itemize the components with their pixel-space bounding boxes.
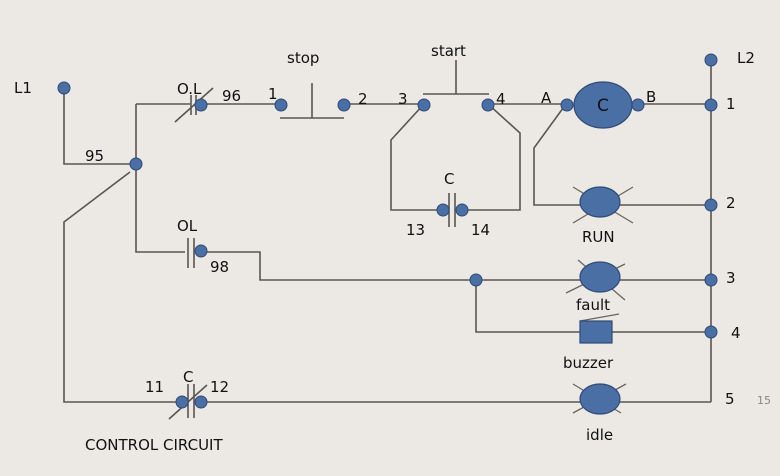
label-rung-4: 4	[731, 324, 741, 342]
label-coil-c: C	[597, 96, 609, 116]
label-98: 98	[210, 258, 229, 276]
label-13: 13	[406, 221, 425, 239]
label-coil-a: A	[541, 89, 552, 107]
rung-node-3	[704, 273, 718, 287]
label-buzzer: buzzer	[563, 354, 614, 372]
page-number: 15	[757, 394, 771, 407]
label-start-3: 3	[398, 90, 408, 108]
label-stop: stop	[287, 49, 319, 67]
label-idle: idle	[586, 426, 613, 444]
label-stop-2: 2	[358, 90, 368, 108]
label-run: RUN	[582, 228, 615, 246]
l1-terminal	[57, 81, 71, 95]
label-start-4: 4	[496, 90, 506, 108]
label-fault: fault	[576, 296, 610, 314]
wires	[63, 60, 712, 403]
wire-holding-right	[457, 103, 521, 211]
label-ol-no: OL	[177, 217, 198, 235]
rung-node-2	[704, 198, 718, 212]
label-holding-c: C	[444, 170, 454, 188]
idle-lamp	[572, 383, 627, 415]
node-95	[129, 157, 143, 171]
diagram-title: CONTROL CIRCUIT	[85, 436, 223, 454]
label-14: 14	[471, 221, 490, 239]
overload-no-contact	[187, 238, 208, 268]
idle-nc-contact	[168, 384, 208, 420]
wire-holding-left	[390, 103, 443, 211]
label-idle-c: C	[183, 368, 193, 386]
wire-98-to-fault	[205, 251, 581, 281]
label-rung-3: 3	[726, 269, 736, 287]
node-fault-branch	[469, 273, 483, 287]
holding-contact	[436, 193, 469, 227]
buzzer	[579, 313, 620, 344]
rung-node-1	[704, 98, 718, 112]
label-96: 96	[222, 87, 241, 105]
label-ol-nc: O.L	[177, 80, 202, 98]
coil-c	[560, 81, 645, 129]
wire-l1	[63, 88, 136, 165]
label-rung-1: 1	[726, 95, 736, 113]
overload-nc-contact	[174, 87, 214, 123]
wire-idle-left	[63, 171, 182, 403]
label-stop-1: 1	[268, 85, 278, 103]
label-rung-2: 2	[726, 194, 736, 212]
fault-lamp	[565, 259, 626, 301]
label-12: 12	[210, 378, 229, 396]
start-button	[417, 60, 495, 112]
label-l2: L2	[737, 49, 755, 67]
label-l1: L1	[14, 79, 32, 97]
label-rung-5: 5	[725, 390, 735, 408]
l2-terminal	[704, 53, 718, 67]
label-11: 11	[145, 378, 164, 396]
label-start: start	[431, 42, 466, 60]
stop-button	[274, 83, 351, 119]
rung-node-4	[704, 325, 718, 339]
label-coil-b: B	[646, 88, 656, 106]
run-lamp	[572, 186, 634, 224]
wire-buzzer-left	[475, 280, 580, 333]
wire-ol-branch	[135, 104, 185, 253]
label-95: 95	[85, 147, 104, 165]
wire-run-left	[533, 103, 581, 206]
